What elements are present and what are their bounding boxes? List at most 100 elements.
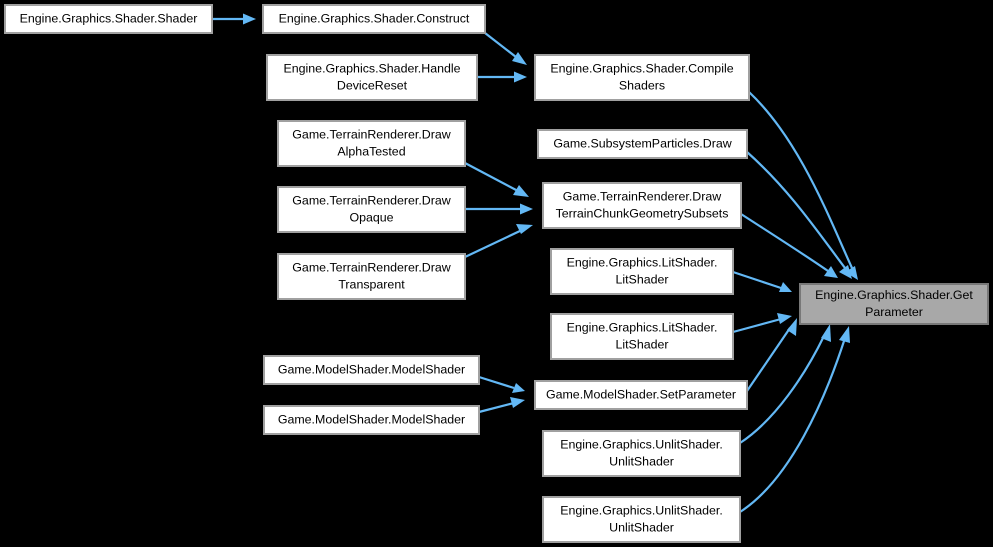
node-label-unlit-shader-ctor-b: UnlitShader [609,520,674,534]
edges-layer [212,13,858,513]
node-box-shader-handle-device-reset[interactable] [266,54,478,101]
graph-node-subsystem-particles-draw[interactable]: Game.SubsystemParticles.Draw [537,129,748,159]
node-label-terrain-draw-transparent: Game.TerrainRenderer.Draw [292,260,450,274]
edge-opaque-to-chunk [465,203,533,215]
node-label-terrain-draw-alpha-tested: Game.TerrainRenderer.Draw [292,127,450,141]
node-label-unlit-shader-ctor-a: Engine.Graphics.UnlitShader. [560,437,723,451]
edge-unlit-b-to-get-parameter [739,326,850,513]
node-box-shader-shader[interactable] [4,4,213,34]
edge-transparent-to-chunk [464,224,533,258]
node-label-terrain-draw-opaque: Game.TerrainRenderer.Draw [292,193,450,207]
edge-construct-to-compile-arrowhead-icon [512,52,527,65]
node-box-model-shader-ctor-b[interactable] [263,405,480,435]
node-box-terrain-draw-transparent[interactable] [277,253,466,300]
edge-litshader-b-to-get-parameter-line [732,317,782,334]
graph-node-shader-shader[interactable]: Engine.Graphics.Shader.Shader [4,4,213,34]
node-box-model-shader-ctor-a[interactable] [263,355,480,385]
node-label-shader-get-parameter-target: Engine.Graphics.Shader.Get [815,288,973,302]
graph-node-model-shader-ctor-b[interactable]: Game.ModelShader.ModelShader [263,405,480,435]
edge-litshader-b-to-get-parameter-arrowhead-icon [777,313,792,324]
edge-unlit-a-to-get-parameter-line [739,335,825,444]
node-label-terrain-draw-chunk-geometry-subsets: Game.TerrainRenderer.Draw [563,189,721,203]
node-box-model-shader-set-parameter[interactable] [534,380,748,410]
graph-node-unlit-shader-ctor-b[interactable]: Engine.Graphics.UnlitShader. UnlitShader [542,496,741,543]
edge-alpha-tested-to-chunk-line [464,162,519,192]
edge-chunk-to-get-parameter-line [740,213,829,272]
node-box-unlit-shader-ctor-b[interactable] [542,496,741,543]
graph-node-lit-shader-ctor-a[interactable]: Engine.Graphics.LitShader. LitShader [550,248,734,295]
edge-shader-to-construct-arrowhead-icon [243,13,256,25]
edge-litshader-a-to-get-parameter [732,270,792,292]
node-box-subsystem-particles-draw[interactable] [537,129,748,159]
edge-alpha-tested-to-chunk [464,162,529,197]
edge-model-ctor-a-to-set-parameter [478,375,525,393]
edge-transparent-to-chunk-line [464,229,523,258]
edge-unlit-b-to-get-parameter-arrowhead-icon [839,326,850,343]
node-box-terrain-draw-chunk-geometry-subsets[interactable] [542,182,742,229]
graph-node-model-shader-ctor-a[interactable]: Game.ModelShader.ModelShader [263,355,480,385]
node-label-shader-get-parameter-target: Parameter [865,305,923,319]
node-label-shader-handle-device-reset: DeviceReset [337,78,408,92]
node-box-shader-compile-shaders[interactable] [534,54,750,101]
edge-handle-reset-to-compile-arrowhead-icon [514,71,527,83]
graph-node-shader-construct[interactable]: Engine.Graphics.Shader.Construct [262,4,486,34]
edge-unlit-a-to-get-parameter [739,324,831,444]
edge-model-ctor-a-to-set-parameter-arrowhead-icon [512,383,525,393]
graph-node-model-shader-set-parameter[interactable]: Game.ModelShader.SetParameter [534,380,748,410]
node-label-model-shader-ctor-b: Game.ModelShader.ModelShader [278,412,465,426]
node-label-lit-shader-ctor-b: Engine.Graphics.LitShader. [567,320,718,334]
node-label-shader-construct: Engine.Graphics.Shader.Construct [279,11,470,25]
edge-shader-to-construct [212,13,256,25]
node-box-unlit-shader-ctor-a[interactable] [542,430,741,477]
graph-node-unlit-shader-ctor-a[interactable]: Engine.Graphics.UnlitShader. UnlitShader [542,430,741,477]
node-label-lit-shader-ctor-a: LitShader [615,272,668,286]
edge-handle-reset-to-compile [477,71,527,83]
edge-particles-to-get-parameter-arrowhead-icon [839,265,852,279]
node-box-lit-shader-ctor-a[interactable] [550,248,734,295]
edge-model-ctor-a-to-set-parameter-line [478,375,515,390]
edge-model-ctor-b-to-set-parameter-line [478,401,515,414]
node-label-terrain-draw-alpha-tested: AlphaTested [337,144,405,158]
node-label-subsystem-particles-draw: Game.SubsystemParticles.Draw [553,136,731,150]
node-label-unlit-shader-ctor-b: Engine.Graphics.UnlitShader. [560,503,723,517]
node-label-shader-handle-device-reset: Engine.Graphics.Shader.Handle [283,61,460,75]
node-box-terrain-draw-opaque[interactable] [277,186,466,233]
node-label-model-shader-ctor-a: Game.ModelShader.ModelShader [278,362,465,376]
edge-alpha-tested-to-chunk-arrowhead-icon [513,185,529,197]
edge-compile-to-get-parameter [748,91,858,280]
edge-litshader-b-to-get-parameter [732,313,792,334]
edge-litshader-a-to-get-parameter-line [732,270,782,290]
edge-particles-to-get-parameter [746,151,852,279]
edge-compile-to-get-parameter-arrowhead-icon [845,266,858,280]
graph-node-lit-shader-ctor-b[interactable]: Engine.Graphics.LitShader.LitShader [550,313,734,360]
edge-model-ctor-b-to-set-parameter-arrowhead-icon [510,397,525,408]
node-label-terrain-draw-chunk-geometry-subsets: TerrainChunkGeometrySubsets [556,206,729,220]
edge-chunk-to-get-parameter [740,213,838,278]
node-box-terrain-draw-alpha-tested[interactable] [277,120,466,167]
edge-set-parameter-to-get-parameter-line [746,327,791,392]
node-label-shader-compile-shaders: Shaders [619,78,665,92]
node-label-lit-shader-ctor-a: Engine.Graphics.LitShader. [567,255,718,269]
edge-opaque-to-chunk-arrowhead-icon [520,203,533,215]
node-box-lit-shader-ctor-b[interactable] [550,313,734,360]
node-box-shader-get-parameter-target[interactable] [799,283,989,325]
node-label-terrain-draw-transparent: Transparent [338,277,405,291]
edge-construct-to-compile [484,32,527,65]
edge-construct-to-compile-line [484,32,517,58]
graph-node-terrain-draw-chunk-geometry-subsets[interactable]: Game.TerrainRenderer.DrawTerrainChunkGeo… [542,182,742,229]
node-box-shader-construct[interactable] [262,4,486,34]
edge-model-ctor-b-to-set-parameter [478,397,525,414]
node-label-shader-shader: Engine.Graphics.Shader.Shader [20,11,198,25]
edge-set-parameter-to-get-parameter-arrowhead-icon [787,318,797,336]
node-label-unlit-shader-ctor-a: UnlitShader [609,454,674,468]
edge-chunk-to-get-parameter-arrowhead-icon [824,266,838,278]
